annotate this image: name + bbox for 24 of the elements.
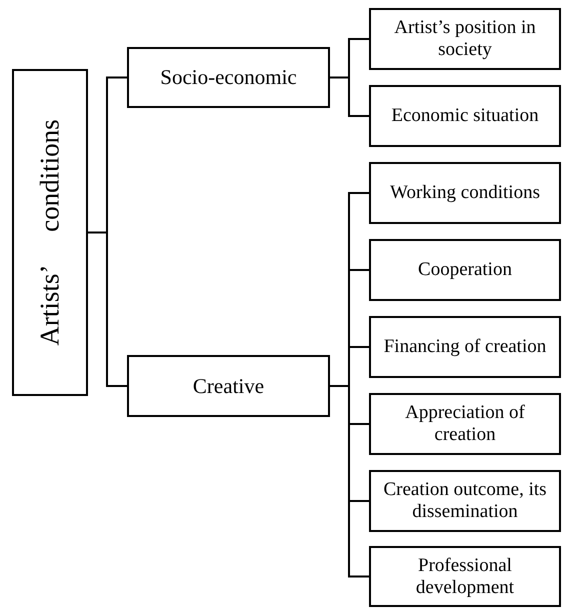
connector-line: [88, 232, 127, 387]
box-label: Professional development: [414, 554, 516, 598]
category-box: [369, 239, 561, 301]
box-label: Socio-economic: [159, 65, 298, 90]
connector-line: [330, 385, 369, 578]
box-label: Working conditions: [389, 182, 541, 204]
box-label: Economic situation: [390, 105, 540, 127]
category-box: [369, 8, 561, 70]
box-label: Cooperation: [417, 259, 513, 281]
category-box: [127, 355, 330, 417]
category-box: [127, 47, 330, 108]
category-box: [369, 162, 561, 224]
box-label: Creative: [192, 374, 266, 398]
box-label: Artist’s position in society: [393, 17, 537, 61]
category-box: [369, 393, 561, 455]
category-box: [369, 470, 561, 532]
category-box: [369, 85, 561, 147]
category-box: [369, 546, 561, 607]
category-box: [12, 69, 88, 396]
box-label: Artists’ conditions: [36, 119, 64, 346]
category-box: [369, 316, 561, 378]
box-label: Financing of creation: [382, 336, 548, 358]
box-label: Creation outcome, its dissemination: [382, 479, 548, 523]
box-label: Appreciation of creation: [404, 402, 526, 446]
